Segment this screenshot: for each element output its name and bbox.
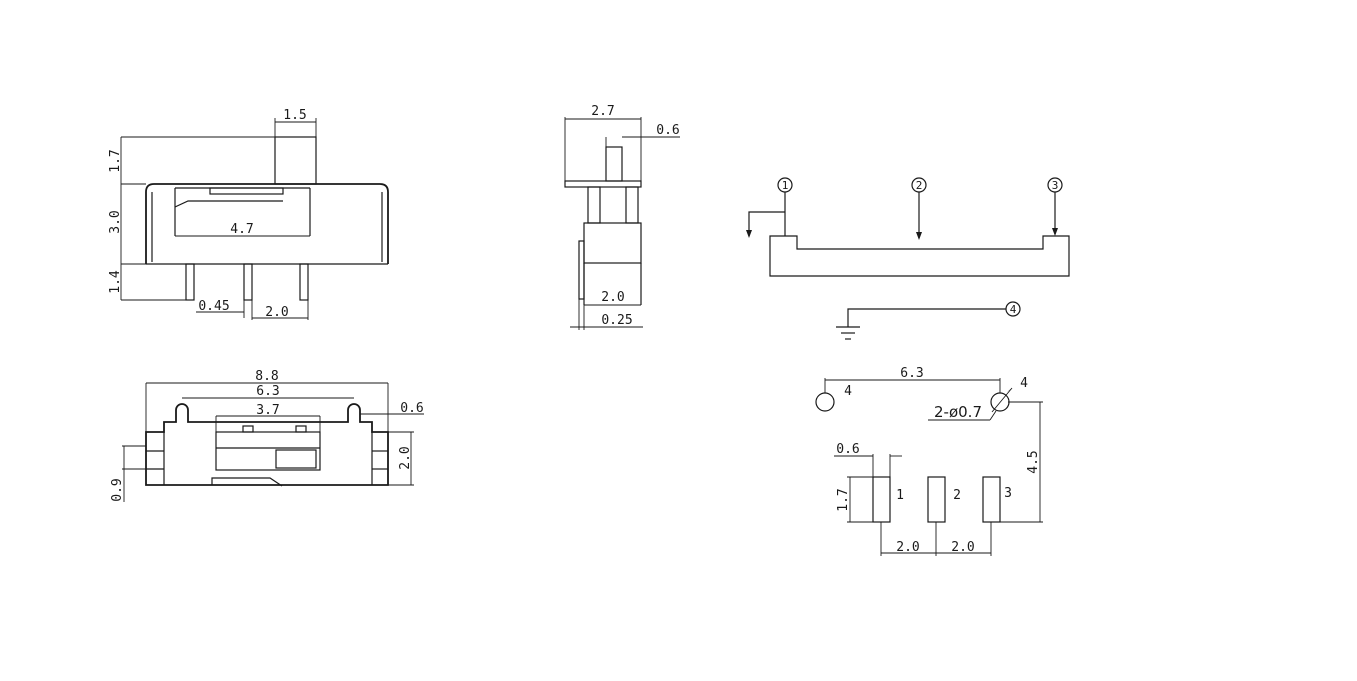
terminal-label-2: 2 [916, 179, 923, 192]
top-clip [211, 477, 283, 487]
slider-knob [275, 449, 317, 469]
dim-1-7: 1.7 [108, 149, 123, 172]
dim-0-25: 0.25 [601, 313, 632, 328]
top-view: 8.8 6.3 3.7 0.6 2.0 0.9 [110, 369, 424, 502]
pad-label-2: 2 [953, 488, 961, 503]
side-actuator [605, 146, 623, 182]
dim-1-5: 1.5 [283, 108, 306, 123]
pad-1 [872, 476, 891, 523]
pad-label-3: 3 [1004, 486, 1012, 501]
hole-callout: 2-ø0.7 [934, 403, 982, 421]
slider-contact [174, 200, 283, 208]
pad-3 [982, 476, 1001, 523]
side-post-right [625, 186, 639, 224]
pin-1 [185, 263, 195, 301]
ground-wire [847, 308, 1006, 327]
dim-3-7: 3.7 [256, 403, 279, 418]
pin-2 [243, 263, 253, 301]
dim-0-6-top: 0.6 [400, 401, 423, 416]
mount-hole-left [815, 392, 835, 412]
dim-2-7: 2.7 [591, 104, 614, 119]
pad-2 [927, 476, 946, 523]
slider-top [209, 187, 284, 195]
dim-0-6-fp: 0.6 [836, 442, 859, 457]
top-outline [145, 403, 389, 486]
front-view: 1.7 3.0 1.4 1.5 4.7 0.45 2.0 [108, 108, 389, 320]
dim-0-9: 0.9 [110, 478, 125, 501]
dim-2-0-fp-b: 2.0 [951, 540, 974, 555]
terminal-label-3: 3 [1052, 179, 1059, 192]
ground-icon [836, 326, 860, 340]
schematic: 1 2 3 4 [746, 177, 1070, 340]
dim-6-3-top: 6.3 [256, 384, 279, 399]
dim-2-0-side: 2.0 [601, 290, 624, 305]
pad-label-1: 1 [896, 488, 904, 503]
shell-outline [145, 183, 389, 264]
footprint: 4 4 6.3 2-ø0.7 1 2 3 0.6 1.7 4.5 2.0 [815, 366, 1043, 556]
dim-2-0-fp-a: 2.0 [896, 540, 919, 555]
dim-8-8: 8.8 [255, 369, 278, 384]
dim-1-7-fp: 1.7 [836, 488, 851, 511]
dim-6-3-fp: 6.3 [900, 366, 923, 381]
dim-3-0: 3.0 [108, 210, 123, 233]
actuator [274, 136, 317, 185]
hole-label-left: 4 [844, 384, 852, 399]
dim-2-0-top: 2.0 [398, 446, 413, 469]
dim-4-7: 4.7 [230, 222, 253, 237]
side-top-plate [564, 180, 642, 188]
hole-label-right: 4 [1020, 376, 1028, 391]
side-body [583, 222, 642, 264]
terminal-label-4: 4 [1010, 303, 1017, 316]
slot [215, 431, 321, 471]
dim-1-4: 1.4 [108, 270, 123, 294]
pin-3 [299, 263, 309, 301]
side-post-left [587, 186, 601, 224]
dim-0-45: 0.45 [198, 299, 229, 314]
side-view: 2.7 0.6 2.0 0.25 [564, 104, 680, 330]
terminal-label-1: 1 [782, 179, 789, 192]
dim-2-0: 2.0 [265, 305, 288, 320]
side-terminal [578, 240, 585, 300]
switch-bar [769, 235, 1070, 277]
dim-0-6-side: 0.6 [656, 123, 679, 138]
dim-4-5: 4.5 [1026, 450, 1041, 473]
